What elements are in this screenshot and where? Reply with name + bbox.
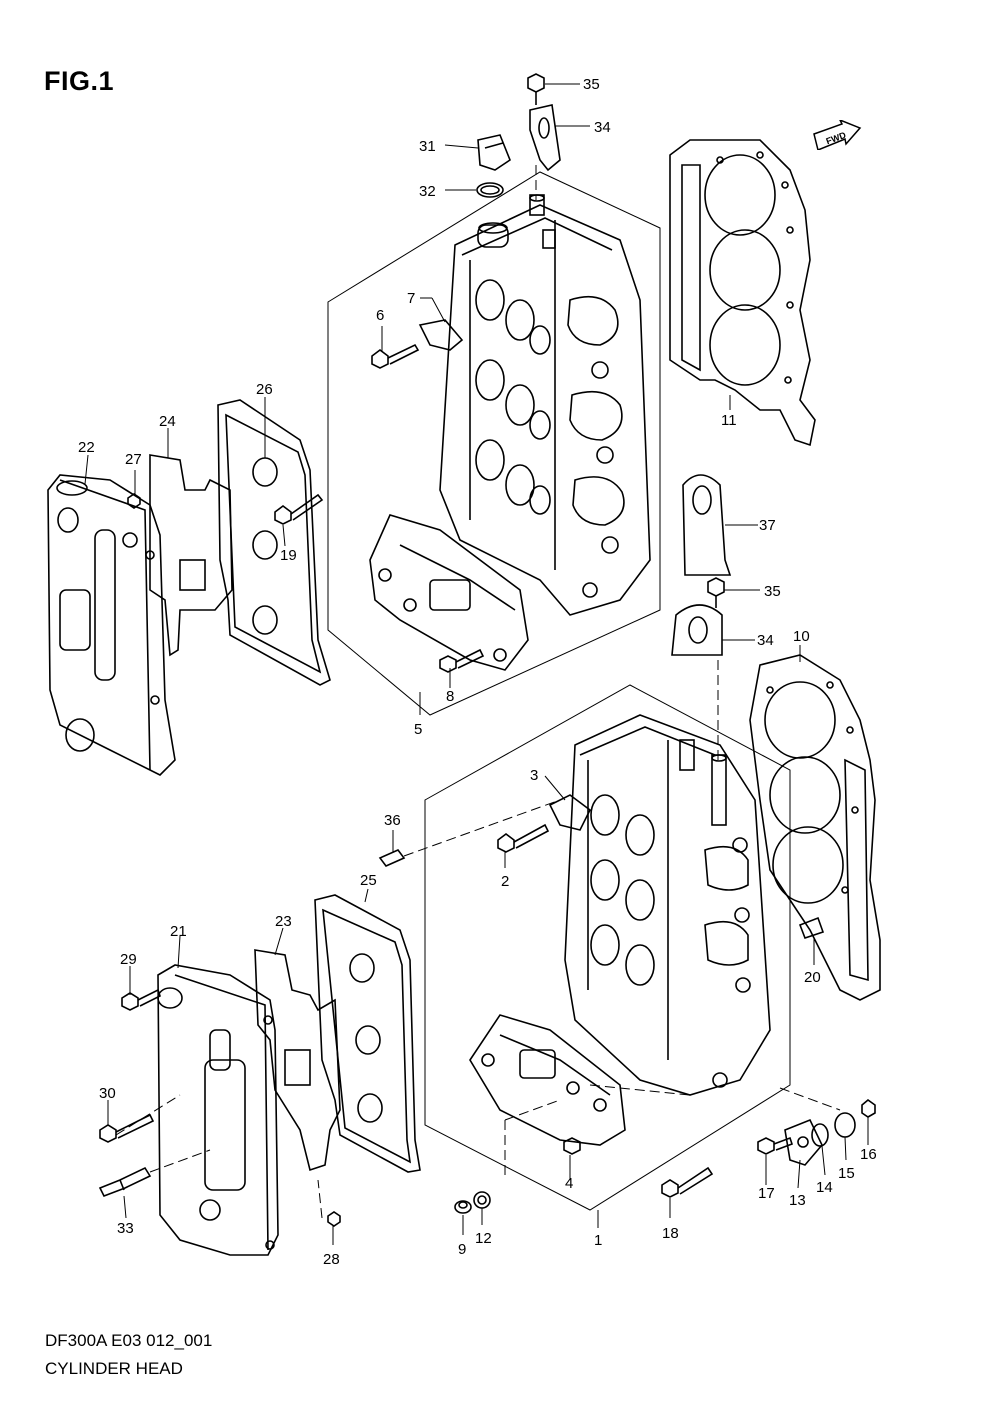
callout-34-lower: 34 [757, 632, 774, 649]
bolt-29 [121, 988, 161, 1011]
bolt-2 [497, 823, 550, 853]
upper-cylinder-head [369, 194, 651, 671]
dowel-20 [798, 916, 825, 940]
callout-13: 13 [789, 1192, 806, 1209]
callout-1: 1 [594, 1232, 603, 1249]
callout-2: 2 [501, 873, 510, 890]
callout-18: 18 [662, 1225, 679, 1242]
callout-37: 37 [759, 517, 776, 534]
callout-17: 17 [758, 1185, 775, 1202]
callout-4: 4 [565, 1175, 574, 1192]
callout-26: 26 [256, 381, 273, 398]
callout-36: 36 [384, 812, 401, 829]
o-ring-32 [476, 182, 504, 198]
callout-31: 31 [419, 138, 436, 155]
upper-head-cover [47, 474, 176, 776]
lower-baffle-plate [254, 949, 341, 1172]
callout-35-lower: 35 [764, 583, 781, 600]
lower-cylinder-head [469, 714, 771, 1146]
forward-arrow-icon: FWD [813, 120, 862, 150]
figure-caption: CYLINDER HEAD [45, 1359, 183, 1378]
bolt-35-lower [707, 577, 725, 608]
callout-11: 11 [721, 412, 737, 429]
oil-filler-cap-31 [477, 134, 511, 171]
lower-head-gasket [749, 654, 881, 1001]
upper-head-group-frame [327, 171, 661, 716]
upper-head-gasket [669, 139, 816, 447]
callout-34-upper: 34 [594, 119, 611, 136]
callout-19: 19 [280, 547, 297, 564]
bolt-6 [371, 343, 420, 369]
leader-lines [84, 83, 869, 1245]
bracket-3 [548, 794, 592, 831]
bracket-34-lower [671, 604, 723, 656]
callout-27: 27 [125, 451, 142, 468]
callout-21: 21 [170, 923, 187, 940]
callout-30: 30 [99, 1085, 116, 1102]
callout-25: 25 [360, 872, 377, 889]
sensor-33 [98, 1166, 152, 1198]
bolt-35-upper [527, 73, 545, 105]
alignment-lines [115, 165, 841, 1219]
callout-16: 16 [860, 1146, 877, 1163]
bolt-4 [563, 1137, 581, 1155]
cap-15 [834, 1112, 856, 1138]
callout-3: 3 [530, 767, 539, 784]
bolt-8 [439, 648, 485, 673]
callout-29: 29 [120, 951, 137, 968]
callout-10: 10 [793, 628, 810, 645]
upper-cover-gasket [217, 399, 331, 686]
bolt-27 [127, 493, 141, 509]
bolt-19 [274, 493, 324, 525]
callout-24: 24 [159, 413, 176, 430]
callout-8: 8 [446, 688, 455, 705]
callout-14: 14 [816, 1179, 833, 1196]
callout-32: 32 [419, 183, 436, 200]
bracket-37 [682, 474, 732, 576]
lower-head-group-frame [424, 684, 791, 1211]
dowel-pin-36 [378, 849, 406, 867]
bolt-18 [661, 1166, 714, 1198]
callout-6: 6 [376, 307, 385, 324]
callout-15: 15 [838, 1165, 855, 1182]
bolt-28 [327, 1211, 341, 1227]
bolt-17 [757, 1136, 794, 1155]
callout-12: 12 [475, 1230, 492, 1247]
drawing-code: DF300A E03 012_001 [45, 1331, 213, 1350]
lower-cover-gasket [314, 894, 421, 1173]
plug-9 [454, 1200, 472, 1214]
callout-33: 33 [117, 1220, 134, 1237]
callout-5: 5 [414, 721, 423, 738]
upper-baffle-plate [149, 454, 233, 657]
bracket-34-upper [529, 104, 561, 172]
lower-head-cover [157, 964, 279, 1256]
figure-title: FIG.1 [44, 66, 115, 96]
callout-28: 28 [323, 1251, 340, 1268]
bolt-16 [861, 1098, 876, 1118]
housing-13 [784, 1118, 823, 1166]
callout-22: 22 [78, 439, 95, 456]
callout-35-upper: 35 [583, 76, 600, 93]
callout-7: 7 [407, 290, 416, 307]
bracket-7 [418, 319, 464, 351]
washer-12 [473, 1191, 491, 1209]
callout-9: 9 [458, 1241, 467, 1258]
callout-20: 20 [804, 969, 821, 986]
o-ring-14 [811, 1123, 829, 1147]
callout-23: 23 [275, 913, 292, 930]
